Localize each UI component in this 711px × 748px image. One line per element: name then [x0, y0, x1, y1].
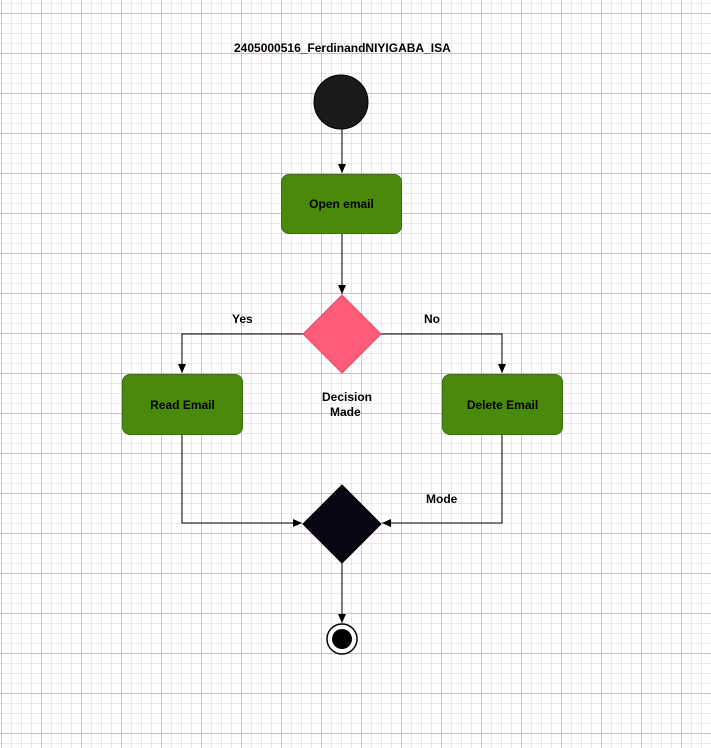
- decision-label-line1: Decision: [322, 390, 373, 404]
- edge-read-email-to-merge: [181, 435, 302, 527]
- edge-decision-to-read-email: [178, 333, 304, 373]
- edge-delete-email-to-merge: [382, 435, 503, 527]
- edge-label-yes: Yes: [232, 312, 253, 326]
- diagram-title: 2405000516_FerdinandNIYIGABA_ISA: [234, 41, 451, 55]
- action-open-email[interactable]: Open email: [281, 174, 402, 234]
- edge-decision-to-delete-email: [381, 333, 506, 373]
- action-delete-email-label: Delete Email: [466, 397, 539, 412]
- action-delete-email[interactable]: Delete Email: [442, 374, 563, 435]
- edge-label-no: No: [424, 312, 440, 326]
- decision-label-line2: Made: [330, 405, 361, 419]
- end-node-inner-dot: [332, 629, 352, 649]
- action-read-email-label: Read Email: [150, 397, 215, 412]
- merge-diamond[interactable]: [302, 484, 382, 564]
- decision-diamond[interactable]: [302, 294, 382, 374]
- start-node[interactable]: [313, 74, 369, 130]
- edge-label-mode: Mode: [426, 492, 458, 506]
- action-open-email-label: Open email: [309, 197, 374, 211]
- action-read-email[interactable]: Read Email: [122, 374, 243, 435]
